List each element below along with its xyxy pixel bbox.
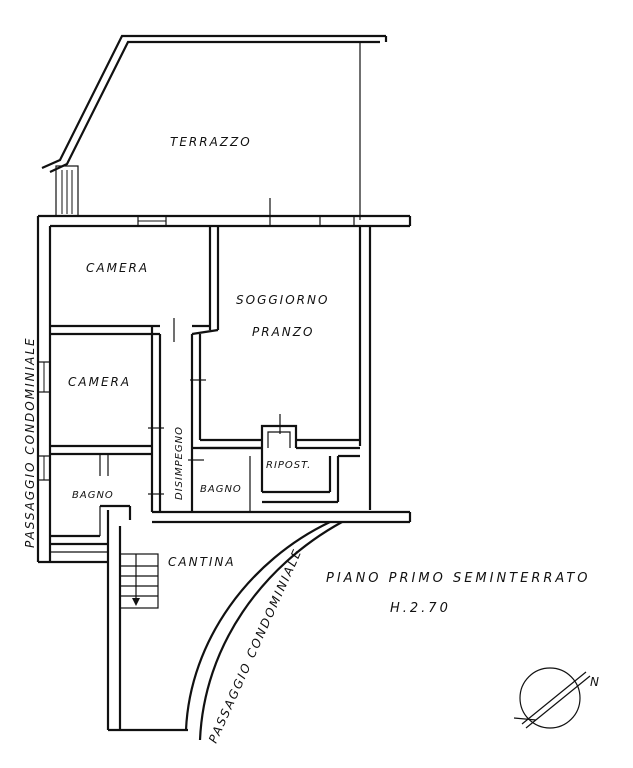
room-label-terrazzo: TERRAZZO — [170, 135, 252, 149]
room-label-bagno-2: BAGNO — [200, 484, 242, 495]
compass-north-label: N — [590, 675, 601, 689]
room-label-ripost: RIPOST. — [266, 460, 311, 471]
room-label-camera-2: CAMERA — [68, 375, 131, 389]
door-marks — [148, 198, 281, 495]
passage-label-left: PASSAGGIO CONDOMINIALE — [23, 336, 37, 548]
terrace-outline — [41, 34, 388, 220]
room-label-camera-1: CAMERA — [86, 261, 149, 275]
room-label-soggiorno: SOGGIORNO — [236, 293, 329, 307]
room-label-pranzo: PRANZO — [252, 325, 314, 339]
stairs — [119, 553, 159, 609]
room-label-cantina: CANTINA — [168, 555, 236, 569]
room-label-bagno-1: BAGNO — [72, 490, 114, 501]
compass — [513, 667, 591, 729]
interior-walls — [50, 226, 360, 553]
floor-height: H.2.70 — [390, 601, 451, 616]
room-label-disimpegno: DISIMPEGNO — [174, 426, 185, 500]
floor-title: PIANO PRIMO SEMINTERRATO — [326, 571, 591, 586]
curved-passage — [184, 521, 343, 741]
outer-walls — [36, 214, 412, 732]
